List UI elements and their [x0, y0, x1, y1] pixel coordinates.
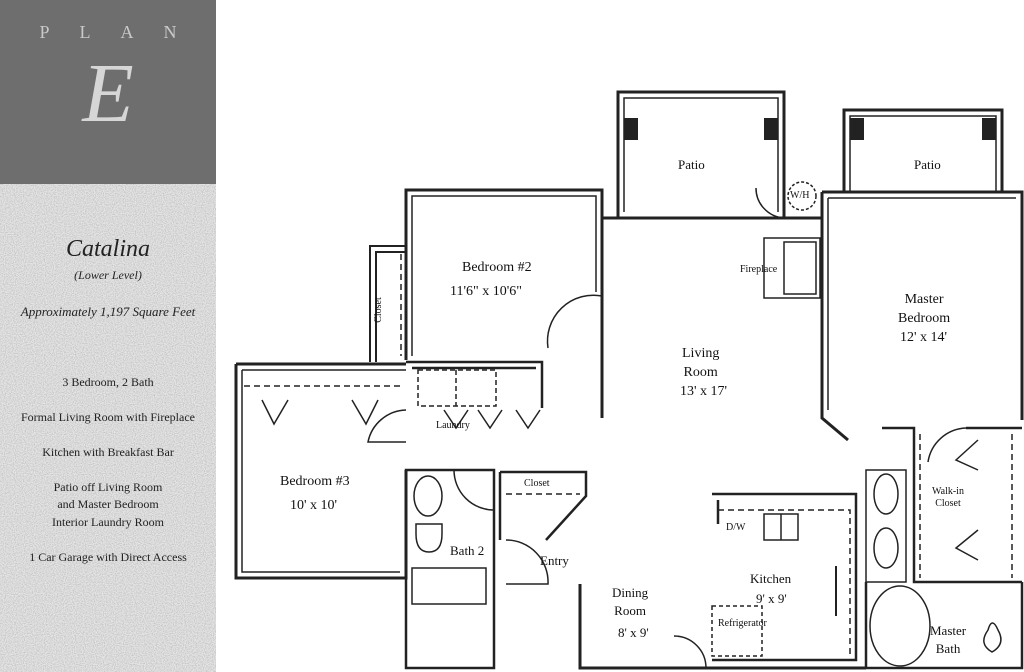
kitchen-counter-inner [718, 509, 851, 654]
closet-vertical-walls [369, 245, 406, 362]
patio-left-inner [623, 97, 779, 212]
walkin-closet-walls [882, 426, 1022, 584]
bath2-sink [413, 475, 443, 517]
bath2-door [453, 469, 495, 511]
master-bath-vanity [865, 469, 907, 583]
entry-door [505, 539, 549, 585]
feature-item: 3 Bedroom, 2 Bath [62, 375, 154, 389]
patio-door-arc [755, 187, 785, 219]
bath2-toilet [415, 523, 443, 553]
laundry-doors [443, 409, 541, 430]
master-bedroom-inner [827, 197, 1016, 410]
patio-right-post-2 [982, 118, 996, 140]
patio-left-outline [616, 90, 786, 218]
patio-right-outline [842, 108, 1004, 192]
patio-right-post-1 [850, 118, 864, 140]
plan-name: Catalina [65, 236, 150, 262]
bedroom2-door [546, 294, 603, 349]
entry-label: Entry [540, 553, 569, 568]
plan-info-panel: PLAN E Catalina (Lower Level) Approximat… [0, 0, 216, 672]
bedroom2-inner [411, 195, 597, 356]
bedroom3-inner [241, 369, 406, 573]
feature-item: Formal Living Room with Fireplace [21, 410, 195, 424]
walkin-tracks [919, 434, 1013, 578]
bedroom2-size: 11'6" x 10'6" [450, 284, 522, 299]
patio-left-post-2 [764, 118, 778, 140]
hall-closet-walls [498, 470, 588, 541]
plan-letter: E [82, 47, 134, 140]
bath2-label: Bath 2 [450, 543, 485, 558]
master-bedroom-walls [820, 190, 1024, 420]
fireplace-label: Fireplace [740, 264, 778, 275]
plan-square-feet: Approximately 1,197 Square Feet [20, 304, 196, 319]
bedroom2-name: Bedroom #2 [462, 260, 532, 275]
walkin-door-arc [927, 427, 967, 463]
plan-word: PLAN [39, 22, 207, 42]
dining-room-size: 8' x 9' [618, 625, 649, 640]
laundry-machines [417, 369, 497, 407]
bedroom3-walls [234, 362, 408, 580]
bedroom3-name: Bedroom #3 [280, 474, 350, 489]
laundry-label: Laundry [436, 420, 470, 431]
laundry-walls [406, 360, 544, 408]
water-heater [787, 181, 817, 211]
plan-header: PLAN E [0, 0, 216, 184]
master-bath-walls [864, 582, 1024, 670]
living-room-walls [600, 216, 849, 442]
master-tub [869, 585, 931, 667]
living-room-size: 13' x 17' [680, 384, 728, 399]
floor-plan-drawing [234, 90, 1024, 670]
bath2-tub [411, 567, 487, 605]
kitchen-name: Kitchen [750, 571, 792, 586]
kitchen-counter [712, 492, 858, 662]
kitchen-size: 9' x 9' [756, 591, 787, 606]
bedroom3-door [367, 409, 407, 443]
patio-right-inner [849, 115, 997, 192]
master-sink-2 [873, 527, 899, 569]
bath2-walls [404, 468, 496, 670]
master-sink-1 [873, 473, 899, 515]
floor-plan: Patio Patio W/H Fireplace Bedroom #2 11'… [216, 0, 1024, 672]
plan-level: (Lower Level) [74, 268, 142, 282]
bedroom3-size: 10' x 10' [290, 498, 338, 513]
dishwasher-label: D/W [726, 522, 746, 533]
hall-closet-label: Closet [524, 478, 550, 489]
master-toilet [983, 622, 1002, 653]
water-heater-label: W/H [790, 190, 810, 201]
refrigerator-label: Refrigerator [718, 618, 767, 629]
feature-item: Interior Laundry Room [52, 515, 164, 529]
master-bedroom-size: 12' x 14' [900, 330, 948, 345]
dining-walls [578, 584, 866, 670]
fireplace-box [763, 237, 821, 299]
dining-door [673, 635, 707, 669]
patio-left-label: Patio [678, 157, 705, 172]
closet-vertical-label: Closet [372, 297, 384, 323]
patio-right-label: Patio [914, 157, 941, 172]
feature-item: Kitchen with Breakfast Bar [42, 445, 174, 459]
patio-left-post-1 [624, 118, 638, 140]
walkin-doors [954, 439, 979, 561]
kitchen-sink [763, 513, 799, 541]
refrigerator-box [711, 605, 763, 657]
feature-item: 1 Car Garage with Direct Access [29, 550, 187, 564]
closet-doors-b3 [261, 399, 379, 426]
